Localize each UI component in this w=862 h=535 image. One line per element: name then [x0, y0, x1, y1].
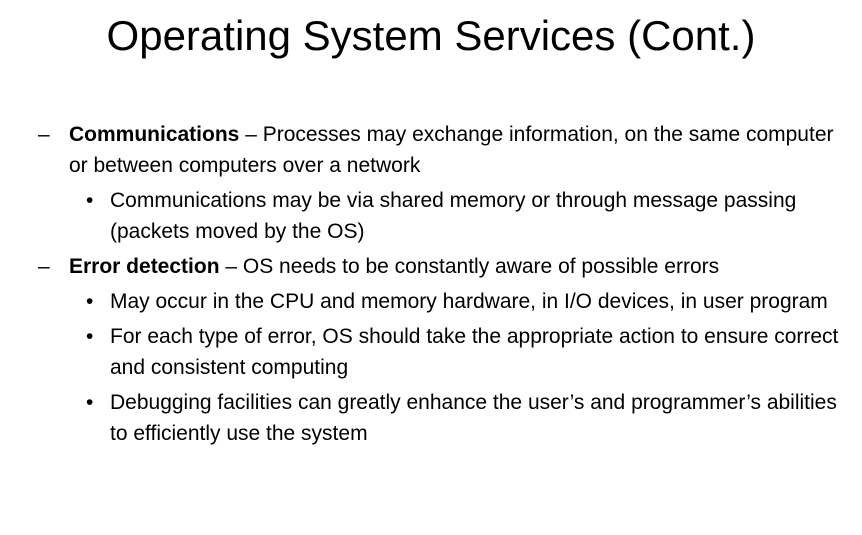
list-item-communications: – Communications – Processes may exchang… — [38, 119, 853, 181]
sub-item-text: Communications may be via shared memory … — [110, 189, 797, 243]
list-item-error-detection: – Error detection – OS needs to be const… — [38, 251, 853, 282]
item-text: – Processes may exchange information, on… — [69, 123, 834, 177]
sub-item-text: Debugging facilities can greatly enhance… — [110, 391, 837, 445]
bullet-marker: • — [86, 290, 94, 313]
bullet-marker: • — [86, 391, 94, 414]
sub-item: • For each type of error, OS should take… — [38, 321, 853, 383]
dash-marker: – — [38, 123, 50, 146]
sub-item: • Communications may be via shared memor… — [38, 185, 853, 247]
item-term: Error detection — [69, 255, 220, 278]
dash-marker: – — [38, 255, 50, 278]
item-term: Communications — [69, 123, 240, 146]
sub-item: • May occur in the CPU and memory hardwa… — [38, 286, 853, 317]
sub-item: • Debugging facilities can greatly enhan… — [38, 387, 853, 449]
bullet-marker: • — [86, 325, 94, 348]
slide-title: Operating System Services (Cont.) — [106, 12, 756, 59]
bullet-marker: • — [86, 189, 94, 212]
sub-item-text: For each type of error, OS should take t… — [110, 325, 839, 379]
item-text: – OS needs to be constantly aware of pos… — [219, 255, 720, 278]
bullet-list: – Communications – Processes may exchang… — [38, 119, 853, 453]
sub-item-text: May occur in the CPU and memory hardware… — [110, 290, 828, 313]
